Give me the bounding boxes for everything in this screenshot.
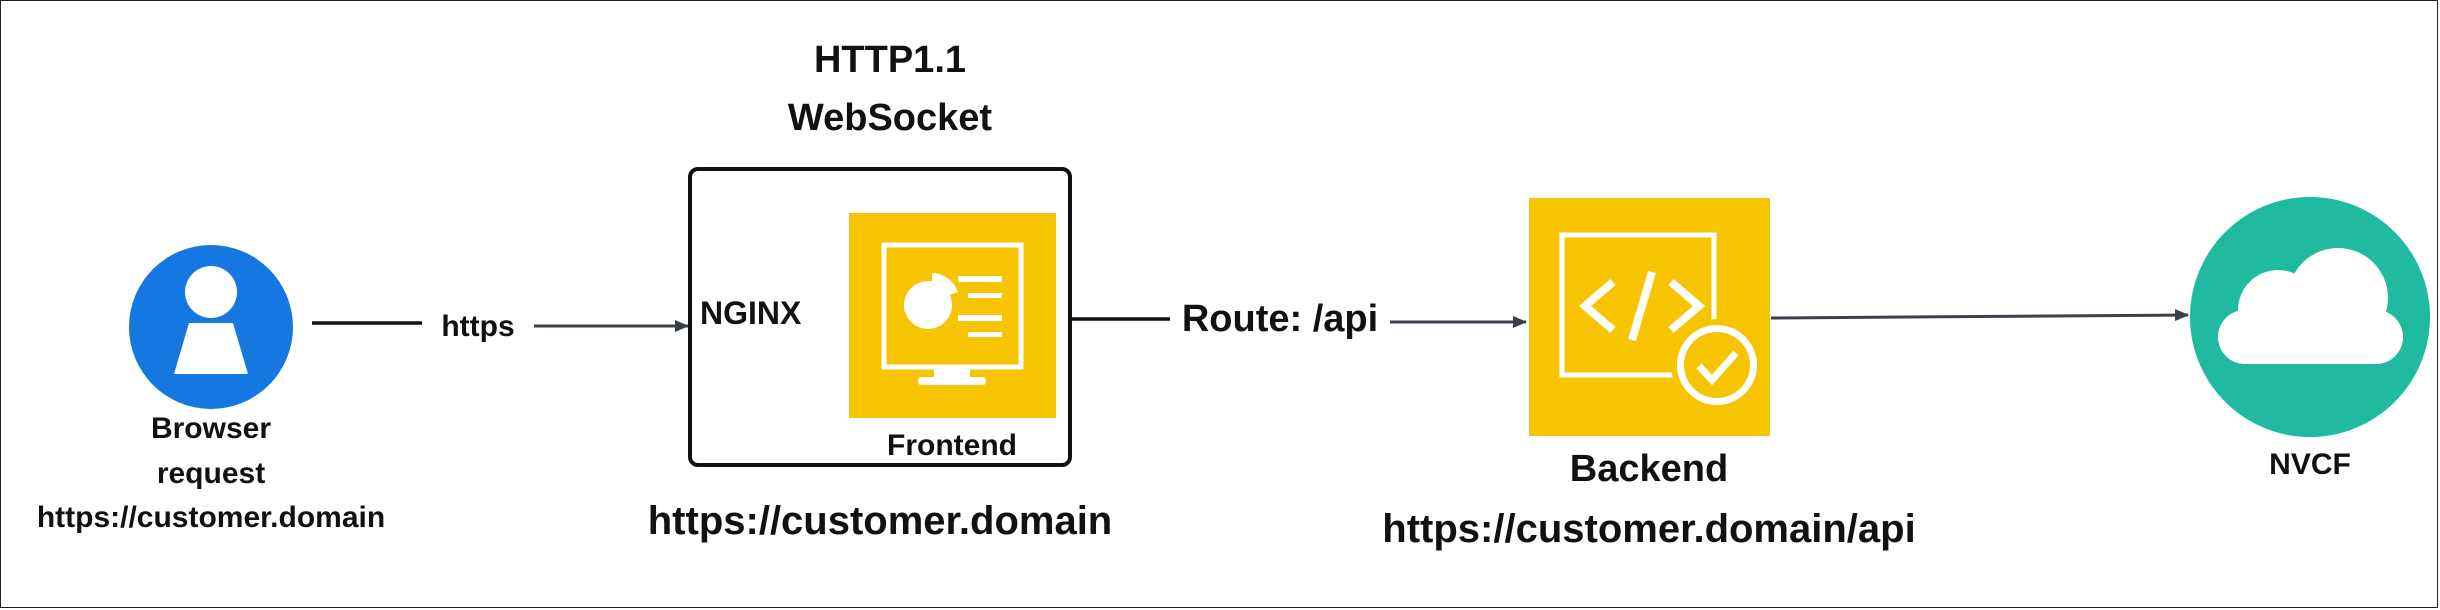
link-browser-label: https [441,310,515,343]
proxy-url: https://customer.domain [647,499,1113,543]
link-nvcf-arrow [1770,309,2189,322]
user-icon [129,245,293,409]
code-check-icon [1529,198,1770,436]
browser-url: https://customer.domain [36,501,386,534]
backend-label: Backend [1569,448,1729,490]
browser-label-line1: Browser [150,412,272,445]
frontend-label: Frontend [887,429,1017,462]
backend-url: https://customer.domain/api [1382,507,1916,551]
proxy-heading-protocol: HTTP1.1 [813,39,967,81]
link-route-label: Route: /api [1181,298,1379,340]
nvcf-label: NVCF [2269,448,2351,481]
monitor-chart-icon [849,213,1056,418]
nginx-label: NGINX [700,295,802,331]
browser-label-line2: request [156,457,266,490]
cloud-icon [2190,197,2430,437]
proxy-heading-websocket: WebSocket [787,97,993,139]
